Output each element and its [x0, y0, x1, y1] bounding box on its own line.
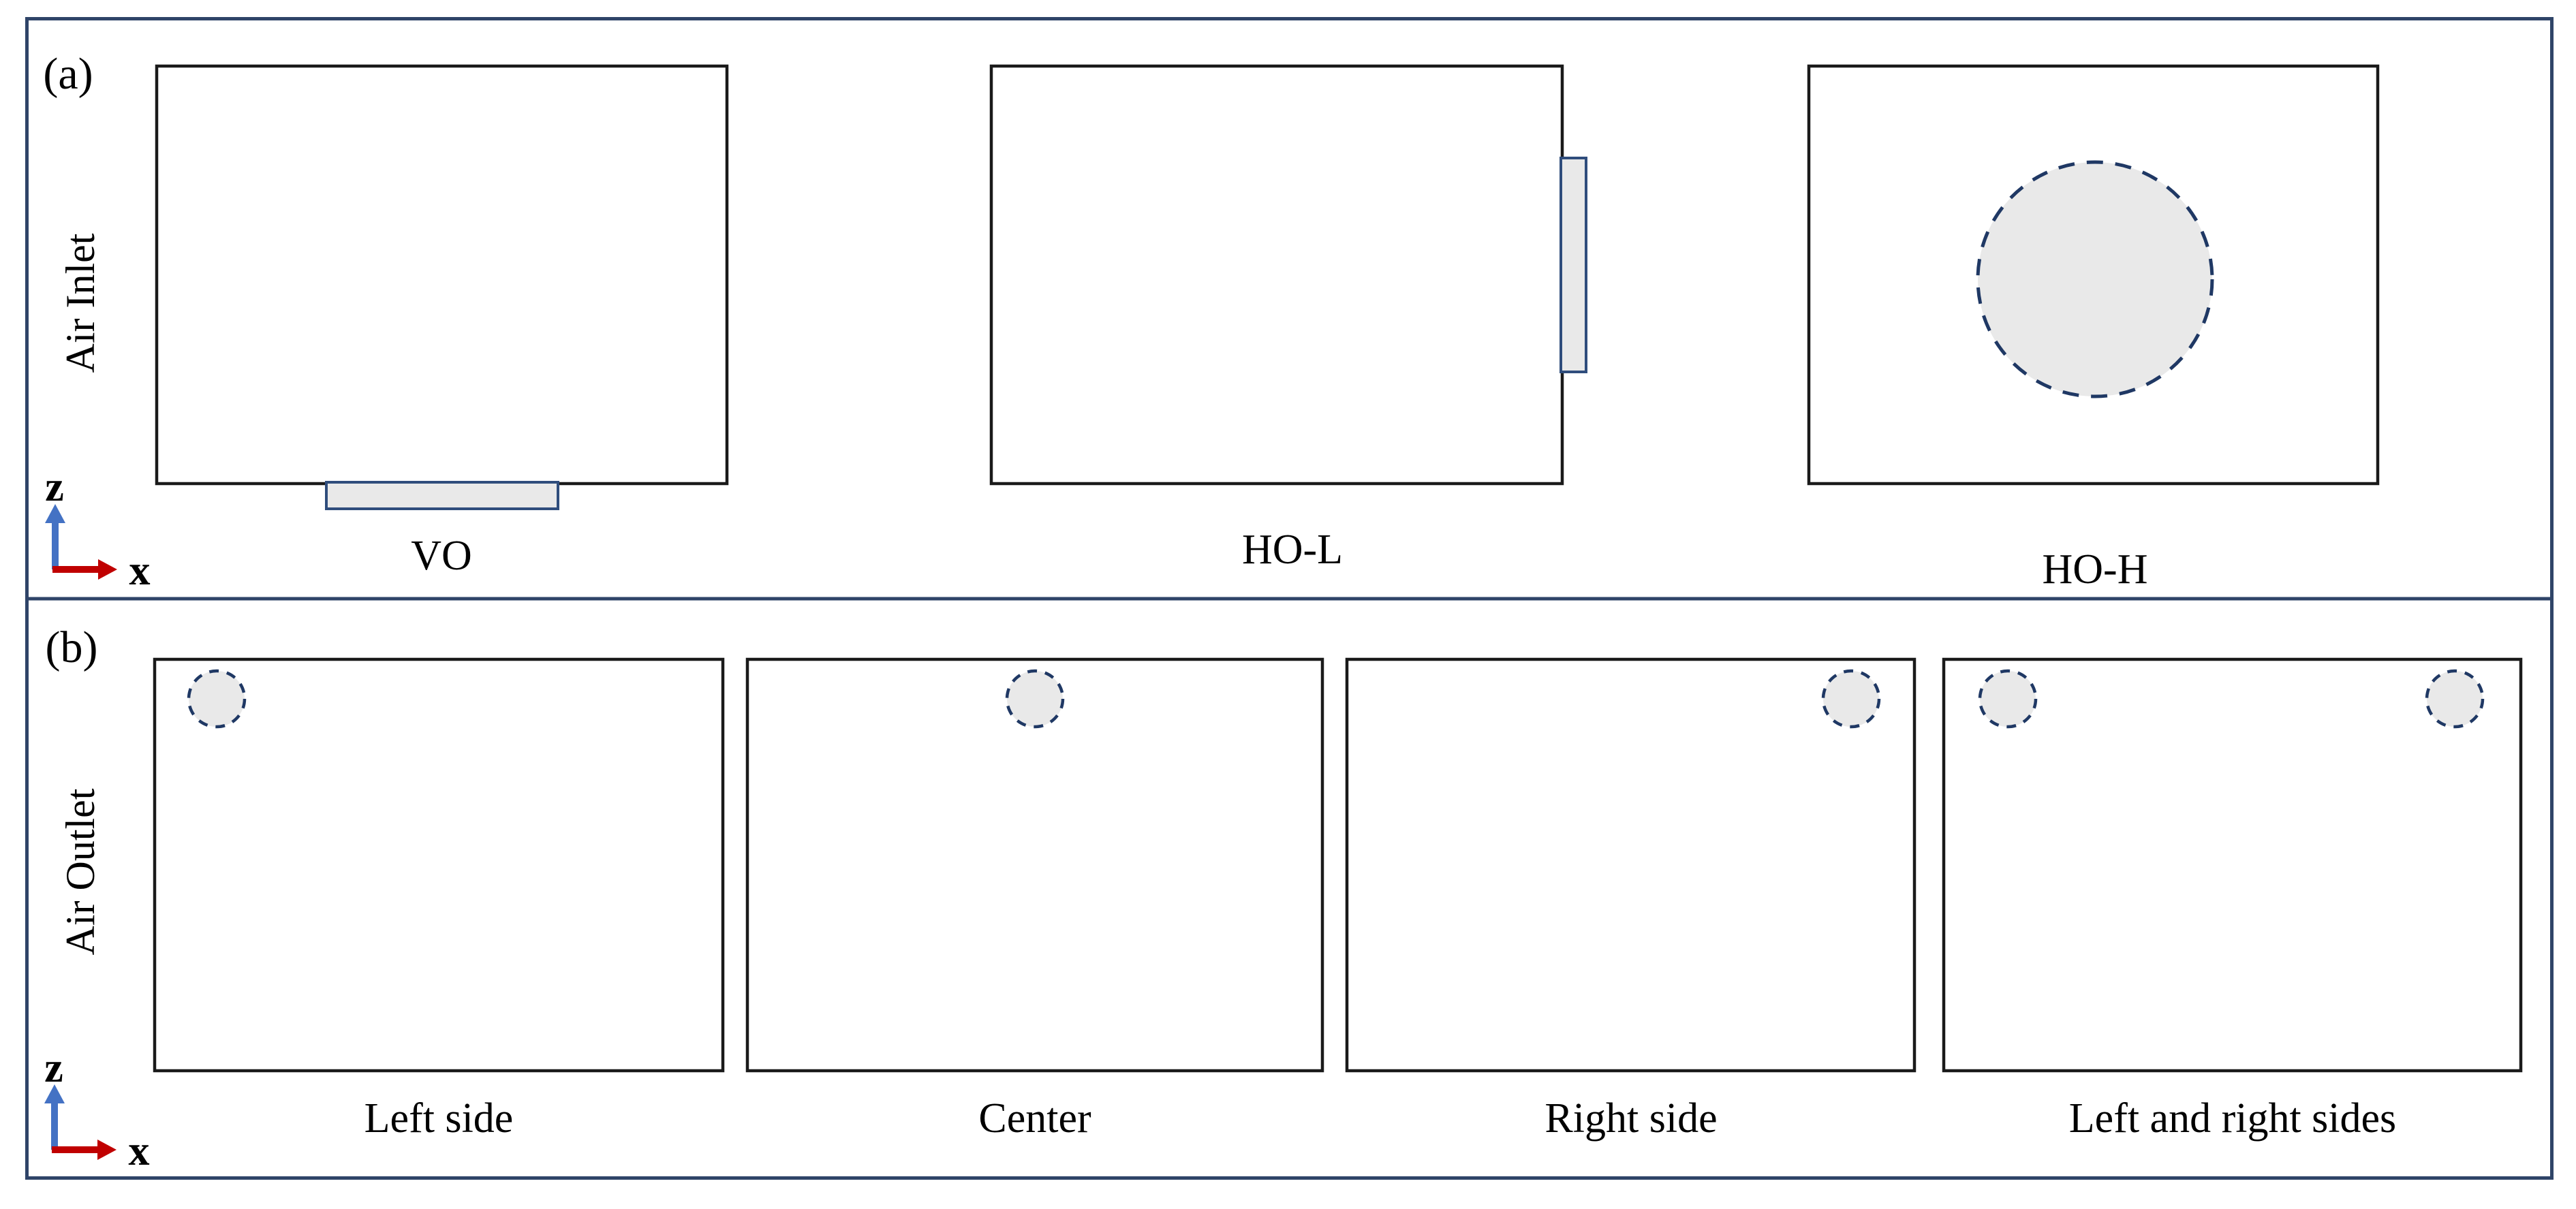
panel-a-axes: z x: [45, 464, 151, 594]
outlet-circle-right: [1821, 669, 1881, 729]
panel-air-outlet: (b) Air Outlet Left side Center Right si…: [44, 623, 2523, 1174]
outlet-circle-center: [1005, 669, 1065, 729]
config-label-left-and-right-sides: Left and right sides: [2069, 1095, 2396, 1142]
outlet-circle-right-of-pair: [2425, 669, 2485, 729]
inlet-vent-right: [1559, 157, 1587, 373]
config-label-vo: VO: [411, 533, 472, 579]
x-axis-label-b: x: [129, 1128, 150, 1174]
config-label-center: Center: [978, 1095, 1091, 1142]
config-outlet-center: Center: [745, 657, 1324, 1142]
room-outline-vo: [155, 64, 729, 486]
config-ho-l: HO-L: [989, 64, 1587, 573]
inlet-opening-circle: [1976, 160, 2214, 398]
config-vo: VO: [155, 64, 729, 579]
z-axis-arrowhead-icon-b: [44, 1084, 65, 1103]
config-outlet-left: Left side: [153, 657, 725, 1142]
z-axis-label: z: [45, 464, 64, 510]
z-axis-arrowhead-icon: [45, 504, 65, 523]
config-label-left-side: Left side: [364, 1095, 514, 1142]
room-outline-ho-l: [989, 64, 1564, 486]
panel-a-tag: (a): [43, 49, 93, 99]
inlet-vent-bottom: [325, 481, 559, 510]
panel-b-axes: z x: [44, 1045, 150, 1174]
config-label-right-side: Right side: [1545, 1095, 1717, 1142]
x-axis-arrowhead-icon: [98, 559, 117, 580]
room-outline-outlet-left: [153, 657, 725, 1073]
x-axis-label: x: [129, 548, 151, 594]
config-outlet-right: Right side: [1345, 657, 1917, 1142]
room-outline-outlet-left-right: [1942, 657, 2523, 1073]
config-outlet-left-right: Left and right sides: [1942, 657, 2523, 1142]
panel-b-tag: (b): [46, 623, 98, 672]
outlet-circle-left: [187, 669, 247, 729]
panel-b-side-label: Air Outlet: [58, 788, 103, 955]
panel-air-inlet: (a) Air Inlet VO HO-L HO-H z x: [43, 49, 2380, 594]
x-axis-arrowhead-icon-b: [97, 1140, 117, 1160]
config-ho-h: HO-H: [1807, 64, 2380, 593]
config-label-ho-h: HO-H: [2043, 546, 2148, 593]
room-outline-outlet-right: [1345, 657, 1917, 1073]
config-label-ho-l: HO-L: [1242, 527, 1343, 573]
z-axis-label-b: z: [44, 1045, 63, 1091]
outlet-circle-left-of-pair: [1978, 669, 2038, 729]
panel-a-side-label: Air Inlet: [58, 233, 103, 373]
